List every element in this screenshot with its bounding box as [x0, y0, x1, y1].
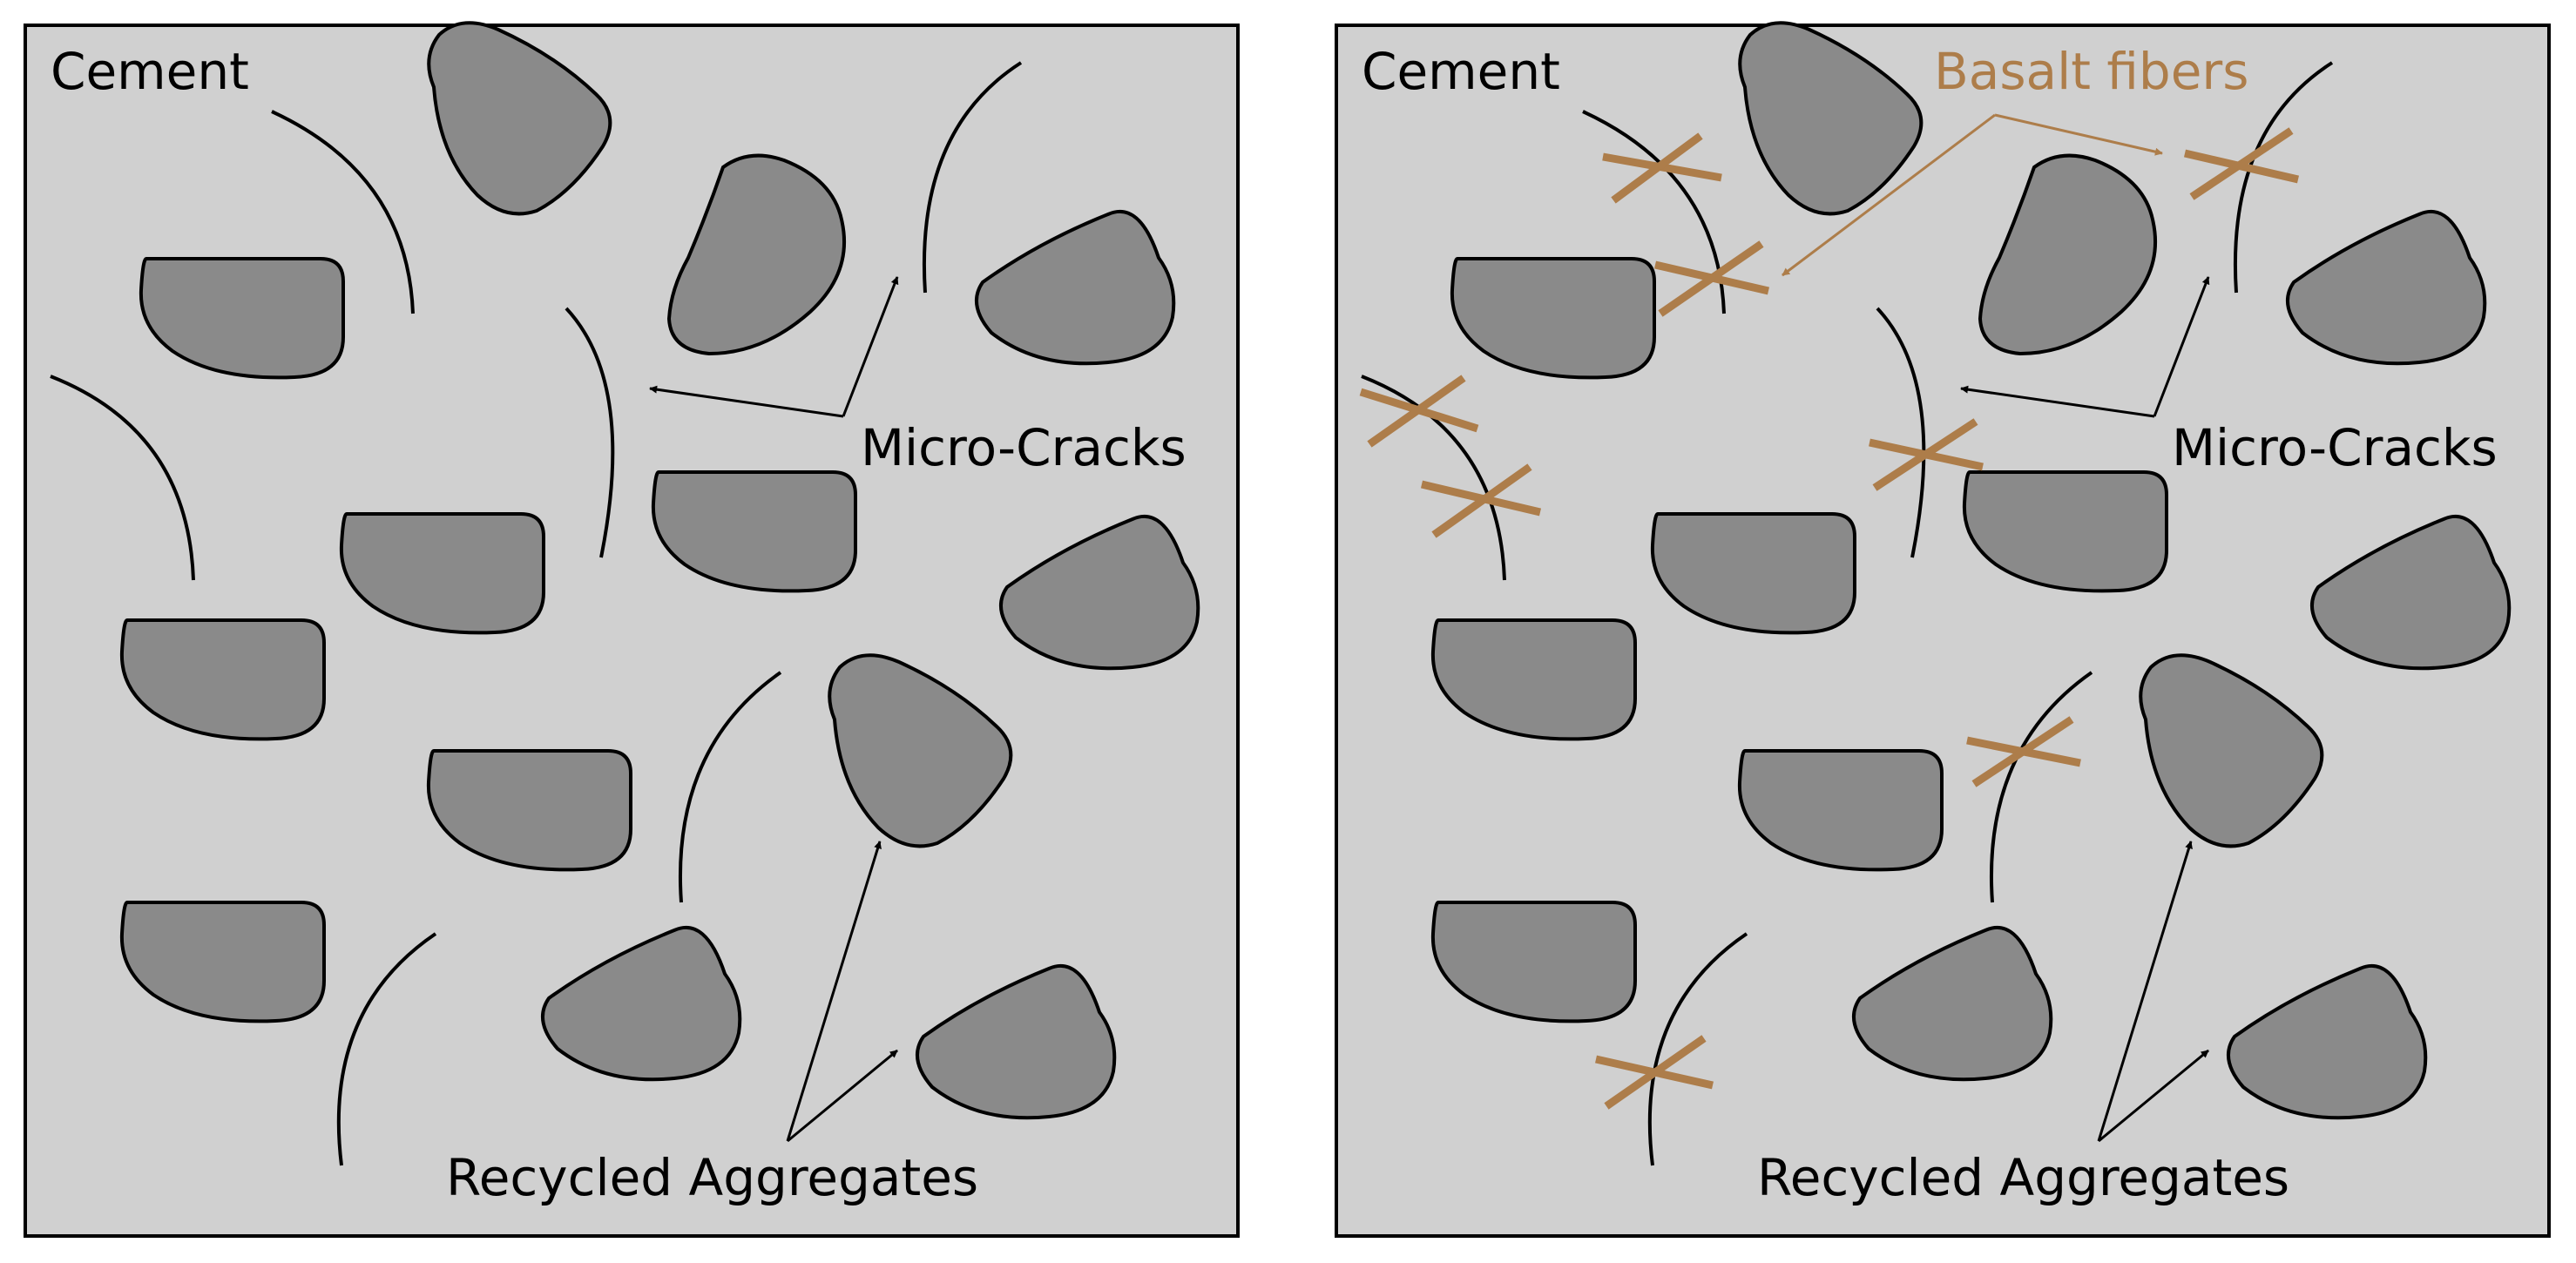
recycled-aggregates-label: Recycled Aggregates: [1757, 1148, 2289, 1207]
panel-without-fibers: Cement Micro-Cracks Recycled Aggregates: [24, 21, 1240, 1238]
aggregates-arrows-left: [786, 841, 898, 1143]
basalt-fiber-cross: [2183, 127, 2300, 200]
recycled-aggregates-label: Recycled Aggregates: [446, 1148, 978, 1207]
micro-cracks-label: Micro-Cracks: [861, 418, 1187, 477]
basalt-fiber-cross: [1869, 418, 1984, 491]
basalt-fiber-cross: [1966, 716, 2081, 787]
basalt-fiber-cross: [1653, 240, 1770, 317]
cement-label: Cement: [51, 42, 249, 101]
basalt-fiber-cross: [1359, 375, 1479, 448]
micro-cracks-label: Micro-Cracks: [2172, 418, 2498, 477]
micro-crack: [922, 61, 1023, 294]
cement-label: Cement: [1362, 42, 1560, 101]
aggregates-arrow: [787, 1049, 898, 1143]
micro-cracks-left: [50, 61, 1023, 1166]
aggregates-arrow: [2098, 1049, 2209, 1143]
micro-crack: [50, 375, 195, 581]
aggregates-arrow: [2097, 841, 2193, 1142]
basalt-fiber-cross: [1595, 1035, 1714, 1110]
micro-crack: [565, 307, 615, 558]
basalt-fiber-cross: [1602, 132, 1722, 204]
micro-cracks-arrow: [649, 385, 844, 418]
micro-cracks-arrows-right: [1960, 276, 2210, 418]
micro-crack: [1361, 375, 1506, 581]
micro-cracks-arrow: [2153, 276, 2210, 417]
basalt-fibers: [1359, 127, 2300, 1110]
micro-cracks-arrows-left: [649, 276, 899, 418]
basalt-fibers-arrows: [1782, 113, 2163, 277]
aggregates-arrows-right: [2097, 841, 2209, 1143]
basalt-fiber-cross: [1420, 463, 1542, 538]
basalt-fibers-arrow: [1782, 113, 1996, 277]
micro-crack: [1647, 932, 1748, 1166]
micro-crack: [271, 110, 415, 314]
basalt-fibers-label: Basalt fibers: [1934, 42, 2248, 101]
aggregates-arrow: [786, 841, 882, 1142]
micro-cracks-arrow: [1960, 385, 2155, 418]
micro-cracks-right: [1361, 61, 2334, 1166]
micro-crack: [1876, 307, 1926, 558]
micro-crack: [1990, 671, 2093, 903]
micro-crack: [336, 932, 437, 1166]
panel-with-basalt-fibers: Cement Basalt fibers Micro-Cracks Recycl…: [1335, 21, 2551, 1238]
micro-crack: [679, 671, 782, 903]
micro-cracks-arrow: [842, 276, 899, 417]
basalt-fibers-arrow: [1994, 113, 2163, 156]
